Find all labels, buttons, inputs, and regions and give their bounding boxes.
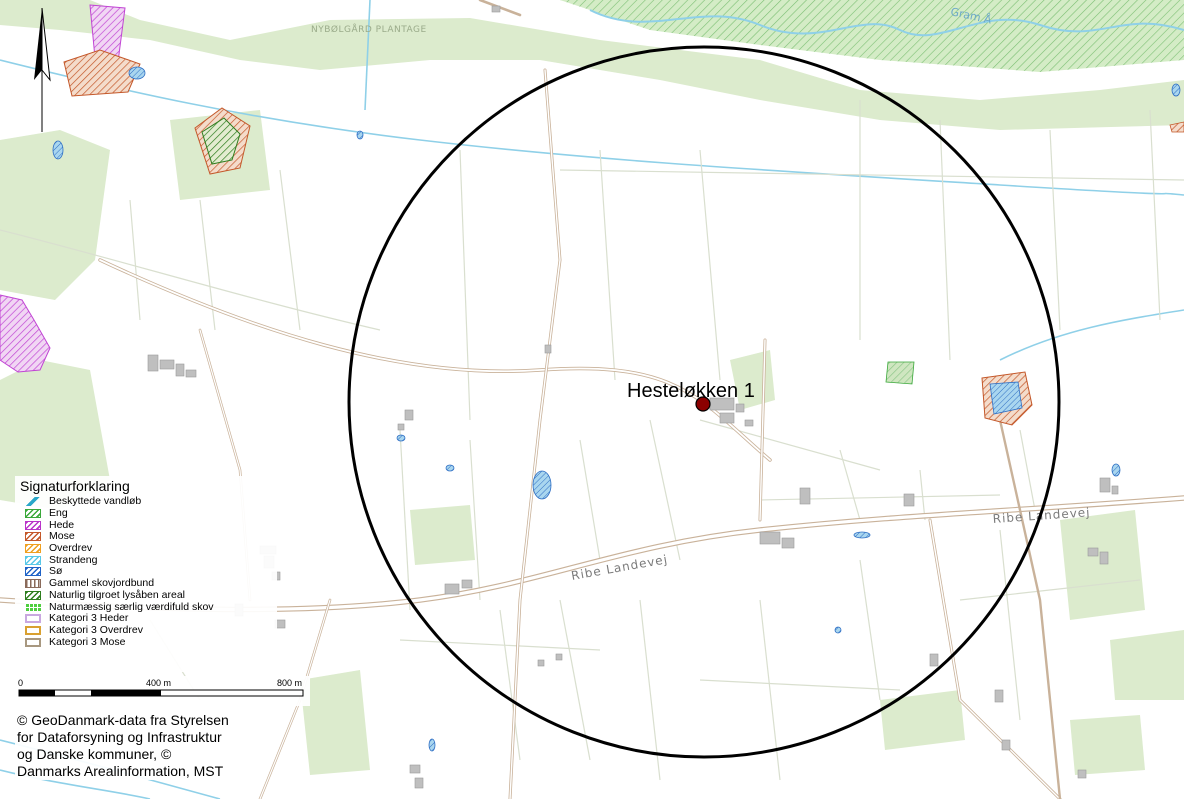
- legend-swatch-icon: [25, 614, 41, 624]
- small-lakes: [52, 66, 1181, 752]
- scale-tick-0: 0: [18, 678, 23, 688]
- legend-item: Mose: [19, 531, 273, 543]
- legend-item-label: Mose: [49, 530, 75, 543]
- scale-tick-400: 400 m: [146, 678, 171, 688]
- legend-item: Overdrev: [19, 543, 273, 555]
- scale-tick-800: 800 m: [277, 678, 302, 688]
- legend-swatch-icon: [25, 520, 41, 530]
- legend-item: Gammel skovjordbund: [19, 578, 273, 590]
- legend-item-label: Beskyttede vandløb: [49, 495, 142, 508]
- river-meadow: [560, 0, 1184, 72]
- legend-swatch-icon: [25, 555, 41, 565]
- scale-bar-graphic: 0 400 m 800 m: [18, 678, 304, 697]
- legend-item: Hede: [19, 519, 273, 531]
- legend-swatch-icon: [25, 497, 41, 507]
- legend-item: Naturmæssig særlig værdifuld skov: [19, 601, 273, 613]
- legend-item-label: Overdrev: [49, 542, 93, 555]
- legend-item: Beskyttede vandløb: [19, 496, 273, 508]
- copyright-credit: © GeoDanmark-data fra Styrelsen for Data…: [15, 712, 239, 780]
- radius-circle: [347, 45, 1061, 759]
- legend-swatch-icon: [25, 602, 41, 612]
- legend-item: Strandeng: [19, 554, 273, 566]
- legend-swatch-icon: [25, 532, 41, 542]
- legend-item: Kategori 3 Heder: [19, 613, 273, 625]
- legend-item-label: Kategori 3 Mose: [49, 635, 126, 648]
- legend-item: Sø: [19, 566, 273, 578]
- legend-item-label: Gammel skovjordbund: [49, 577, 155, 590]
- legend-swatch-icon: [25, 509, 41, 519]
- legend-item-label: Hede: [49, 518, 75, 531]
- legend-item: Naturlig tilgroet lysåben areal: [19, 588, 273, 602]
- legend-item: Kategori 3 Mose: [19, 636, 273, 648]
- legend-item-label: Eng: [49, 507, 68, 520]
- legend-item-label: Naturmæssig særlig værdifuld skov: [49, 600, 214, 613]
- legend-swatch-icon: [25, 579, 41, 589]
- legend-item: Eng: [19, 508, 273, 520]
- legend-item-label: Sø: [49, 565, 63, 578]
- scale-bar: 0 400 m 800 m: [15, 676, 310, 706]
- legend-swatch-icon: [25, 567, 41, 577]
- legend-item-label: Naturlig tilgroet lysåben areal: [49, 588, 185, 601]
- legend-swatch-icon: [25, 625, 41, 635]
- legend-item: Kategori 3 Overdrev: [19, 623, 273, 637]
- legend-swatch-icon: [25, 637, 41, 647]
- nature-areas: [0, 4, 1184, 426]
- legend-item-label: Strandeng: [49, 553, 98, 566]
- north-arrow-icon: [34, 8, 51, 132]
- site-label: Hesteløkken 1: [627, 380, 755, 402]
- legend-title: Signaturforklaring: [20, 478, 130, 494]
- legend-item-label: Kategori 3 Heder: [49, 612, 129, 625]
- legend-swatch-icon: [25, 544, 41, 554]
- plantage-label: NYBØLGÅRD PLANTAGE: [311, 23, 427, 35]
- site-marker[interactable]: [695, 396, 711, 412]
- legend-swatch-icon: [25, 590, 41, 600]
- legend-item-label: Kategori 3 Overdrev: [49, 623, 143, 636]
- river-line: [589, 9, 1184, 37]
